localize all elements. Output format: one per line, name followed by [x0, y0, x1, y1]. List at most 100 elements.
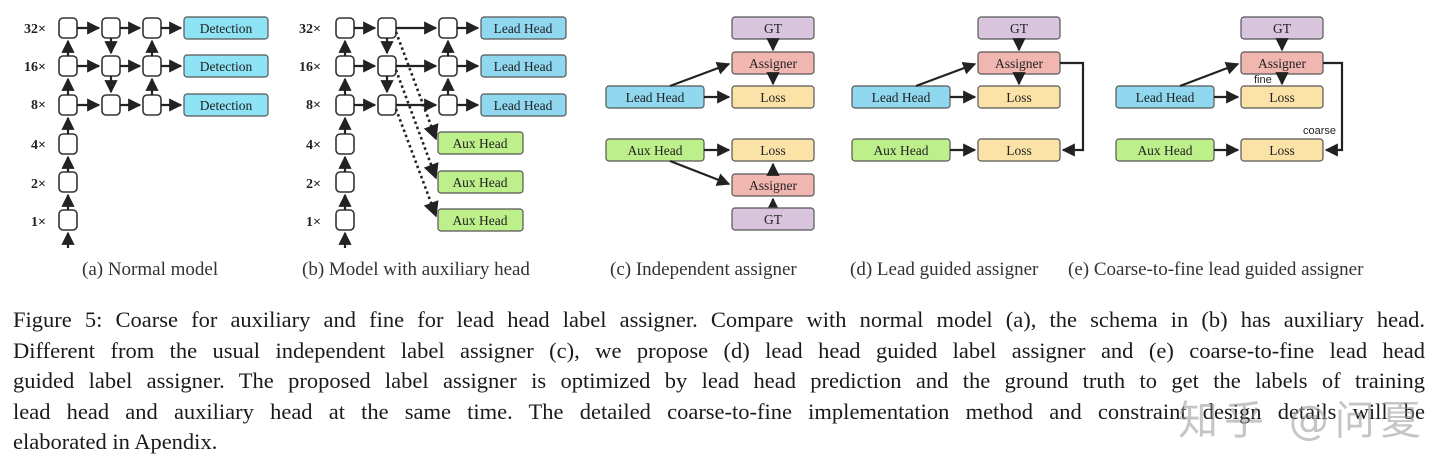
gt-label: GT: [764, 21, 783, 36]
neck-node: [438, 94, 458, 116]
gt-label: GT: [1273, 21, 1292, 36]
scale-label: 8×: [31, 98, 46, 113]
aux-head: [437, 208, 524, 232]
lead-head: [480, 54, 567, 78]
neck-node: [142, 55, 162, 77]
aux-head: [437, 170, 524, 194]
lead-head-label: Lead Head: [1136, 90, 1195, 105]
backbone-node: [335, 17, 355, 39]
coarse-label: coarse: [1303, 125, 1336, 137]
detection-head-label: Detection: [200, 59, 253, 74]
lead-head: [480, 93, 567, 117]
caption-line: guided label assigner. The proposed labe…: [13, 368, 1425, 393]
scale-label: 16×: [24, 60, 46, 75]
aux-head-label: Aux Head: [873, 143, 928, 158]
assigner-label: Assigner: [749, 178, 797, 193]
aux-head: [437, 131, 524, 155]
scale-label: 2×: [31, 177, 46, 192]
neck-node: [101, 17, 121, 39]
scale-label: 4×: [306, 138, 321, 153]
backbone-node: [58, 55, 78, 77]
scale-label: 1×: [306, 215, 321, 230]
panel-e-caption: (e) Coarse-to-fine lead guided assigner: [1068, 259, 1364, 280]
aux-head-label: Aux Head: [627, 143, 682, 158]
loss-box: [1240, 138, 1324, 162]
scale-label: 2×: [306, 177, 321, 192]
loss-box: [731, 138, 815, 162]
backbone-node: [58, 209, 78, 231]
neck-node: [101, 55, 121, 77]
assigner-label: Assigner: [995, 56, 1043, 71]
backbone-node: [335, 209, 355, 231]
backbone-node: [335, 171, 355, 193]
panel-d-caption: (d) Lead guided assigner: [850, 259, 1039, 280]
lead-head-label: Lead Head: [494, 59, 553, 74]
detection-head-label: Detection: [200, 21, 253, 36]
backbone-node: [335, 55, 355, 77]
scale-labels-b: 32× 16× 8× 4× 2× 1×: [299, 22, 321, 230]
aux-head-label: Aux Head: [452, 175, 507, 190]
gt-box: [731, 207, 815, 231]
detection-head-label: Detection: [200, 98, 253, 113]
neck-node: [438, 17, 458, 39]
lead-head-label: Lead Head: [872, 90, 931, 105]
lead-head-label: Lead Head: [494, 21, 553, 36]
panel-a: 32× 16× 8× 4× 2× 1×: [24, 16, 269, 280]
panel-e: GT Assigner fine Loss Lead Head Aux Head…: [1068, 16, 1364, 280]
gt-label: GT: [1010, 21, 1029, 36]
panel-d: GT Assigner Loss Lead Head Aux Head Loss…: [850, 16, 1085, 280]
backbone-node: [58, 133, 78, 155]
aux-head-label: Aux Head: [452, 136, 507, 151]
detection-head: [183, 16, 269, 40]
scale-label: 32×: [299, 22, 321, 37]
neck-node: [142, 17, 162, 39]
panel-b-caption: (b) Model with auxiliary head: [302, 259, 530, 280]
neck-node: [438, 55, 458, 77]
backbone-node: [335, 133, 355, 155]
gt-label: GT: [764, 212, 783, 227]
caption-line: elaborated in Apendix.: [13, 429, 218, 454]
loss-box: [1240, 85, 1324, 109]
neck-node: [101, 94, 121, 116]
aux-head-label: Aux Head: [1137, 143, 1192, 158]
panel-c: GT Assigner Loss Lead Head Aux Head Loss…: [605, 16, 815, 280]
loss-label: Loss: [1006, 143, 1032, 158]
watermark: 知乎 @问夏: [1178, 398, 1427, 444]
figure-caption: Figure 5: Coarse for auxiliary and fine …: [13, 305, 1425, 458]
neck-node: [377, 94, 397, 116]
backbone-node: [58, 94, 78, 116]
scale-label: 1×: [31, 215, 46, 230]
loss-label: Loss: [1006, 90, 1032, 105]
panel-c-caption: (c) Independent assigner: [610, 259, 797, 280]
fine-label: fine: [1254, 74, 1272, 86]
scale-label: 4×: [31, 138, 46, 153]
loss-label: Loss: [1269, 90, 1295, 105]
scale-label: 16×: [299, 60, 321, 75]
scale-label: 32×: [24, 22, 46, 37]
backbone-node: [58, 171, 78, 193]
loss-label: Loss: [760, 90, 786, 105]
detection-head: [183, 54, 269, 78]
assigner-label: Assigner: [749, 56, 797, 71]
loss-label: Loss: [1269, 143, 1295, 158]
scale-labels-a: 32× 16× 8× 4× 2× 1×: [24, 22, 46, 230]
detection-head: [183, 93, 269, 117]
loss-box: [977, 138, 1061, 162]
lead-head-label: Lead Head: [626, 90, 685, 105]
loss-box: [731, 85, 815, 109]
lead-head: [480, 16, 567, 40]
caption-line: lead head and auxiliary head at the same…: [13, 398, 1425, 424]
assigner-label: Assigner: [1258, 56, 1306, 71]
neck-node: [377, 55, 397, 77]
scale-label: 8×: [306, 98, 321, 113]
loss-box: [977, 85, 1061, 109]
caption-line: Figure 5: Coarse for auxiliary and fine …: [13, 307, 1425, 332]
neck-node: [377, 17, 397, 39]
caption-line: Different from the usual independent lab…: [13, 337, 1425, 363]
backbone-node: [58, 17, 78, 39]
figure-5-diagram: .nd { fill:#fff; stroke:#333; stroke-wid…: [24, 16, 1364, 280]
loss-label: Loss: [760, 143, 786, 158]
panel-b: 32× 16× 8× 4× 2× 1×: [299, 16, 567, 280]
panel-a-caption: (a) Normal model: [82, 259, 218, 280]
backbone-node: [335, 94, 355, 116]
